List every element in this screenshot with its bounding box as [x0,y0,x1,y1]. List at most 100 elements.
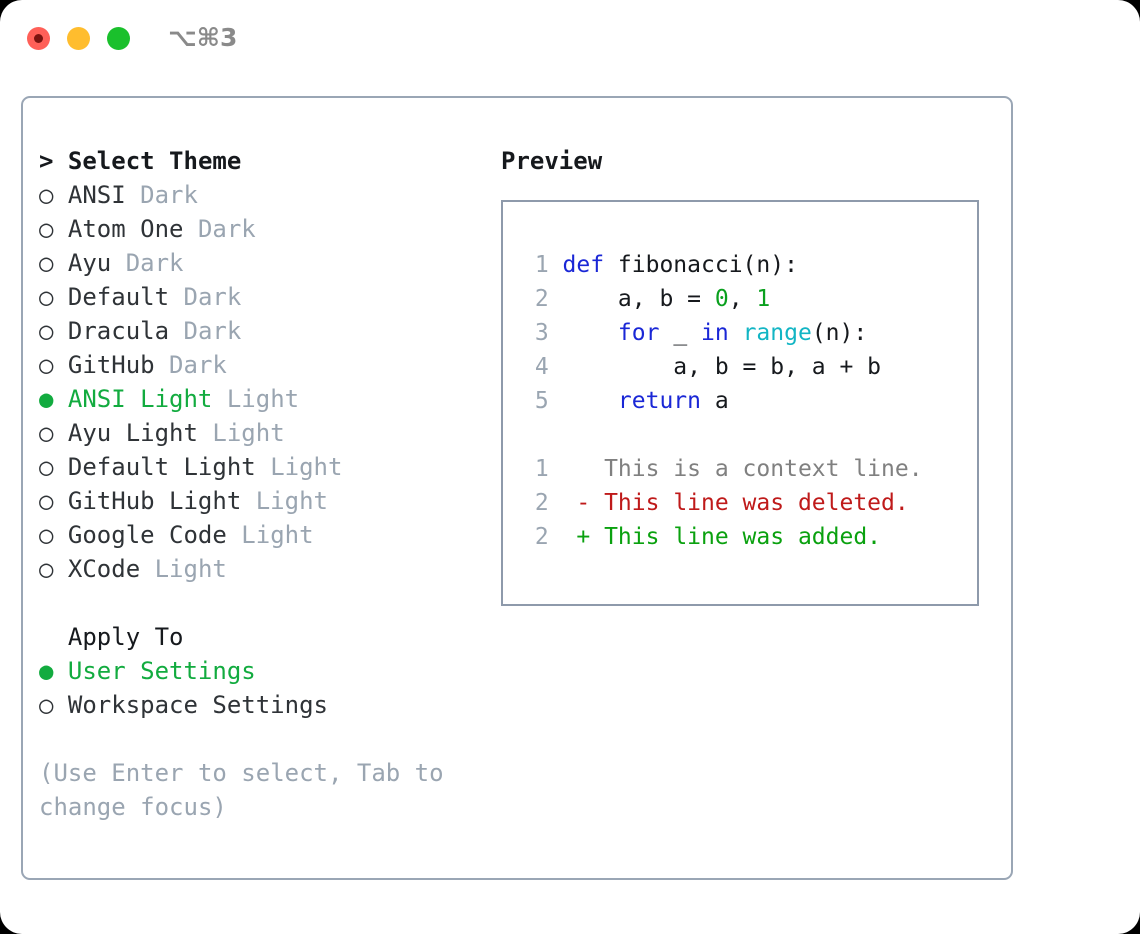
code-token: fibonacci(n): [617,252,798,278]
apply-to-option[interactable]: ○ Workspace Settings [39,688,479,722]
preview-header: Preview [501,147,603,175]
code-token: 1 [756,286,771,312]
diff-text: This line was deleted. [604,490,909,516]
code-line-number: 3 [534,320,549,346]
radio-unselected-icon: ○ [39,555,54,583]
radio-unselected-icon: ○ [39,453,54,481]
radio-selected-icon: ● [39,385,54,413]
theme-option-name: Google Code [67,521,227,549]
theme-option[interactable]: ○ Ayu Dark [39,246,479,280]
theme-option-name: GitHub [67,351,155,379]
theme-option-mode: Light [154,555,227,583]
theme-option[interactable]: ○ Google Code Light [39,518,479,552]
theme-option[interactable]: ○ GitHub Dark [39,348,479,382]
theme-option-name: Default [67,283,170,311]
theme-option[interactable]: ○ Dracula Dark [39,314,479,348]
code-line-number: 5 [534,388,549,414]
theme-option-name: ANSI Light [67,385,213,413]
radio-unselected-icon: ○ [39,215,54,243]
close-window-button[interactable] [27,27,50,50]
theme-option[interactable]: ○ XCode Light [39,552,479,586]
code-token: (n): [811,320,868,346]
diff-line-number: 1 [534,456,549,482]
diff-sample: 1 This is a context line.2 - This line w… [503,452,977,554]
main-panel: > Select Theme ○ANSI Dark○Atom One Dark○… [21,96,1013,880]
apply-to-option-name: Workspace Settings [67,691,328,719]
diff-line-number: 2 [534,524,549,550]
radio-unselected-icon: ○ [39,249,54,277]
theme-option-mode: Dark [140,181,198,209]
maximize-window-button[interactable] [107,27,130,50]
theme-option-mode: Dark [125,249,184,277]
diff-text: This is a context line. [604,456,923,482]
code-line-number: 4 [534,354,549,380]
code-token: a, b = [562,286,715,312]
preview-column: Preview 1 def fibonacci(n): 2 a, b = 0, 1 3… [501,144,1001,606]
apply-to-option-name: User Settings [67,657,256,685]
code-token: 0 [714,286,729,312]
theme-option-mode: Light [212,419,285,447]
diff-text: This line was added. [604,524,882,550]
theme-option-mode: Dark [169,351,227,379]
diff-line: 1 This is a context line. [503,452,977,486]
code-line-number: 1 [534,252,549,278]
keyboard-hint: (Use Enter to select, Tab to change focu… [39,759,444,821]
code-token [563,388,618,414]
code-token: def [562,252,618,278]
diff-sign [563,456,605,482]
diff-line: 2 - This line was deleted. [503,486,977,520]
theme-option-name: Ayu [67,249,112,277]
radio-unselected-icon: ○ [39,351,54,379]
radio-unselected-icon: ○ [39,487,54,515]
theme-option-name: XCode [67,555,141,583]
theme-picker-header: > Select Theme [39,147,242,175]
diff-line: 2 + This line was added. [503,520,977,554]
code-token: for [617,320,660,346]
theme-option-mode: Dark [183,283,242,311]
title-bar: ⌥⌘3 [0,0,1140,76]
code-token: range [742,320,812,346]
code-line: 4 a, b = b, a + b [503,350,977,384]
code-token [563,320,618,346]
code-line-number: 2 [534,286,549,312]
theme-picker-column: > Select Theme ○ANSI Dark○Atom One Dark○… [39,144,479,824]
theme-option-mode: Light [226,385,300,413]
radio-unselected-icon: ○ [39,317,54,345]
code-token: , [728,286,757,312]
theme-option[interactable]: ○ Ayu Light Light [39,416,479,450]
minimize-window-button[interactable] [67,27,90,50]
theme-option-mode: Light [255,487,328,515]
radio-unselected-icon: ○ [39,691,54,719]
theme-option[interactable]: ○ ANSI Dark [39,178,479,212]
apply-to-header: Apply To [39,623,184,651]
theme-option[interactable]: ○ Default Light Light [39,450,479,484]
code-token: a [701,388,729,414]
theme-option-mode: Light [241,521,314,549]
theme-option[interactable]: ○Atom One Dark [39,212,479,246]
theme-option-name: Ayu Light [67,419,198,447]
radio-unselected-icon: ○ [39,181,54,209]
apply-to-list: ● User Settings ○ Workspace Settings [39,654,479,722]
radio-selected-icon: ● [39,657,54,685]
theme-option-mode: Light [270,453,343,481]
code-token [729,320,743,346]
theme-option-name: Dracula [67,317,170,345]
theme-option-mode: Dark [183,317,242,345]
theme-list: ○ANSI Dark○Atom One Dark○Ayu Dark○Defaul… [39,178,479,586]
theme-option[interactable]: ● ANSI Light Light [39,382,479,416]
theme-option-name: Atom One [67,215,184,243]
radio-unselected-icon: ○ [39,419,54,447]
code-token: _ [659,320,702,346]
theme-option[interactable]: ○GitHub Light Light [39,484,479,518]
code-token: in [701,320,729,346]
apply-to-option[interactable]: ● User Settings [39,654,479,688]
code-sample: 1 def fibonacci(n): 2 a, b = 0, 1 3 for _ i… [503,248,977,418]
code-line: 2 a, b = 0, 1 [503,282,977,316]
code-line: 5 return a [503,384,977,418]
theme-option[interactable]: ○Default Dark [39,280,479,314]
code-line: 1 def fibonacci(n): [503,248,977,282]
theme-option-name: Default Light [67,453,256,481]
theme-option-name: ANSI [67,181,126,209]
radio-unselected-icon: ○ [39,521,54,549]
